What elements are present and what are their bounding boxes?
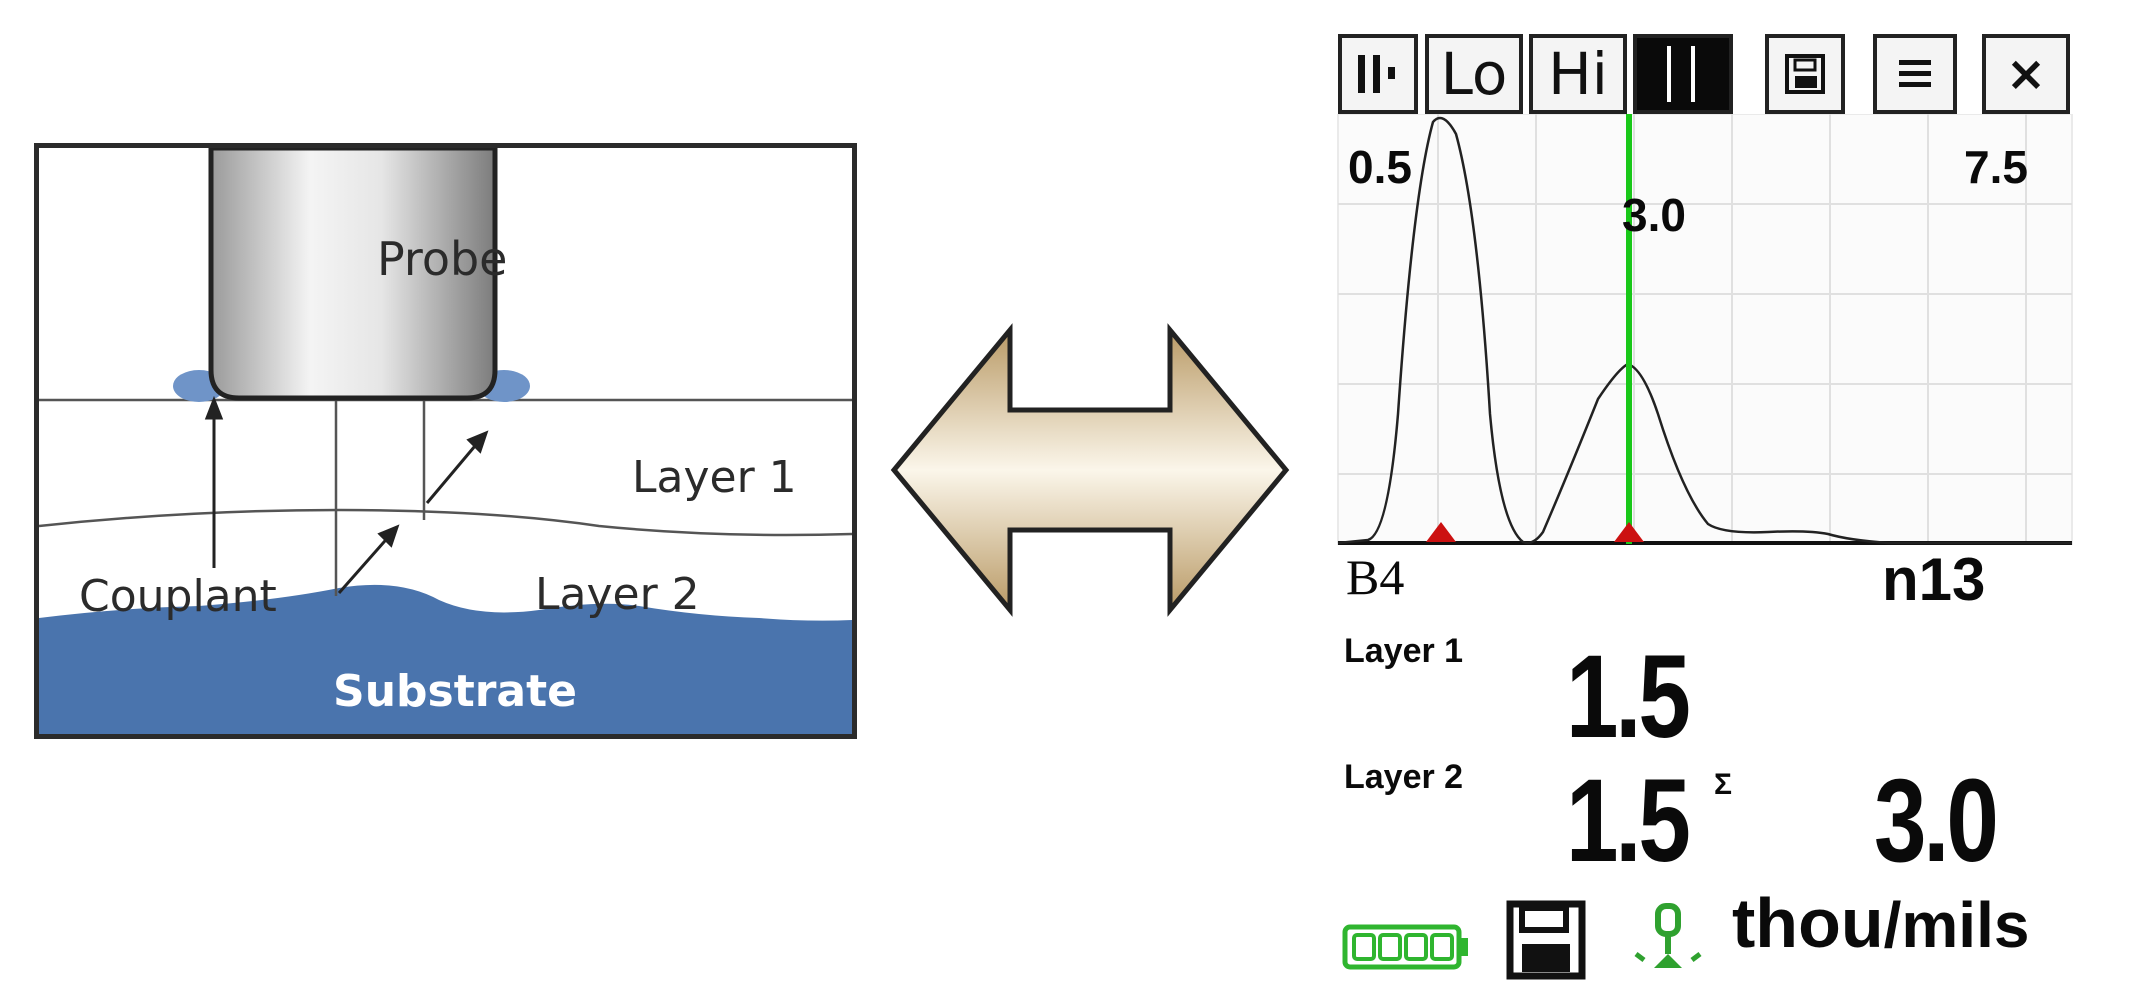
substrate-region: [39, 584, 852, 734]
menu-icon: [1899, 60, 1931, 87]
layer2-thickness-value: 1.5: [1566, 755, 1691, 887]
gauge-screen: Lo Hi ×: [1328, 22, 2098, 982]
layer1-thickness-value: 1.5: [1566, 631, 1691, 763]
probe-connected-icon: [1634, 903, 1702, 968]
save-screen-button[interactable]: [1765, 34, 1845, 114]
reading-count: n13: [1882, 546, 1986, 613]
floppy-disk-icon: [1506, 900, 1586, 980]
layer2-label: Layer 2: [535, 569, 700, 620]
block-label: B4: [1346, 549, 1405, 605]
peak-bars-icon: [1358, 55, 1395, 93]
save-screen-icon: [1785, 54, 1825, 94]
solid-block-icon: [1667, 46, 1695, 102]
echo-waveform-trace: [1337, 116, 2072, 545]
cursor-value-label: 3.0: [1622, 189, 1686, 241]
probe-body: [208, 148, 498, 401]
echo-waveform-plot: [1337, 114, 2073, 545]
menu-button[interactable]: [1873, 34, 1957, 114]
plot-right-range-label: 7.5: [1964, 141, 2028, 193]
layer1-marker: [1426, 522, 1456, 542]
lo-button[interactable]: Lo: [1425, 34, 1523, 114]
layer1-label: Layer 1: [632, 452, 797, 503]
total-thickness-value: 3.0: [1874, 755, 1999, 887]
coating-layers-diagram: Probe Layer 1 Layer 2 Couplant Substrate: [34, 143, 857, 739]
sum-symbol: Σ: [1714, 768, 1733, 801]
plot-left-range-label: 0.5: [1348, 141, 1412, 193]
solid-block-button[interactable]: [1633, 34, 1733, 114]
layer-interface-line: [39, 508, 852, 537]
units-sub: /mils: [1883, 889, 2030, 961]
layer1-name: Layer 1: [1344, 632, 1464, 670]
substrate-label: Substrate: [333, 666, 577, 717]
layer2-marker: [1614, 522, 1644, 542]
close-button[interactable]: ×: [1982, 34, 2070, 114]
diagram-drawing: [39, 148, 852, 734]
hi-button[interactable]: Hi: [1529, 34, 1627, 114]
units-label: thou/mils: [1732, 888, 2029, 958]
double-arrow-icon: [890, 323, 1290, 617]
couplant-label: Couplant: [79, 571, 277, 622]
units-main: thou: [1732, 884, 1884, 962]
layer2-name: Layer 2: [1344, 758, 1464, 796]
battery-icon: [1342, 924, 1468, 970]
probe-label: Probe: [377, 232, 508, 286]
peak-bars-button[interactable]: [1338, 34, 1418, 114]
